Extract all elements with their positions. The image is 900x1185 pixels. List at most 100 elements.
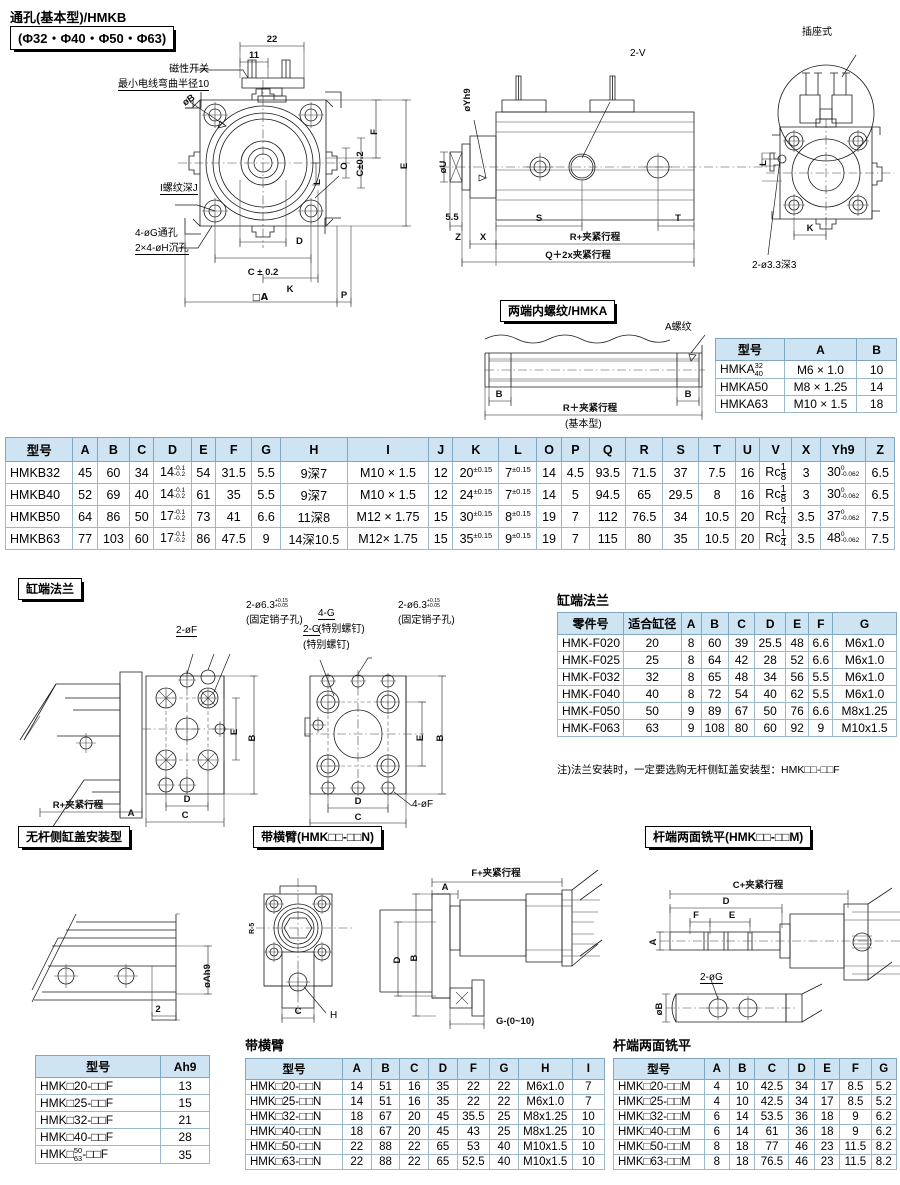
table-cell: 67 xyxy=(727,702,756,720)
table-cell: HMK□63-□□N xyxy=(245,1154,343,1170)
table-cell: 76 xyxy=(784,702,810,720)
table-cell: 8 xyxy=(680,685,702,703)
table-cell: 42 xyxy=(727,651,756,669)
label-C-stroke: C+夹紧行程 xyxy=(733,879,784,891)
flat-table-title: 杆端两面铣平 xyxy=(613,1038,692,1053)
dim-5-5: 5.5 xyxy=(445,212,459,223)
table-cell: 61 xyxy=(754,1124,790,1140)
column-header-型号: 型号 xyxy=(34,1055,162,1078)
table-cell: 14深10.5 xyxy=(279,527,348,550)
table-cell: 52.5 xyxy=(456,1154,491,1170)
table-cell: HMK-F020 xyxy=(556,634,625,652)
table-cell: 39 xyxy=(727,634,756,652)
label-R-stroke-flange: R+夹紧行程 xyxy=(53,799,104,811)
table-cell: 5.5 xyxy=(251,483,281,506)
label-B-flange: B xyxy=(247,734,258,741)
table-cell: 86 xyxy=(190,527,217,550)
table-cell: 52 xyxy=(72,483,98,506)
column-header-D: D xyxy=(153,437,192,462)
table-cell: 46 xyxy=(788,1154,815,1170)
table-cell: 35 xyxy=(661,527,700,550)
table-cell: M10x1.5 xyxy=(832,719,897,737)
table-cell: 17 xyxy=(813,1079,841,1095)
table-cell: 22 xyxy=(489,1094,519,1110)
table-cell: 77 xyxy=(754,1139,790,1155)
table-cell: 43 xyxy=(456,1124,491,1140)
column-header-B: B xyxy=(729,1058,756,1080)
flange-section-title: 缸端法兰 xyxy=(18,578,83,600)
table-cell: 8 xyxy=(680,651,702,669)
table-cell: 50 xyxy=(129,505,155,528)
table-cell: 9 xyxy=(808,719,834,737)
table-cell: 28 xyxy=(160,1128,210,1146)
table-cell: 51 xyxy=(370,1094,401,1110)
arm-section-title: 带横臂(HMK□□-□□N) xyxy=(253,826,382,848)
flange-note: 注)法兰安装时，一定要选购无杆侧缸盖安装型：HMK□□-□□F xyxy=(557,764,840,776)
column-header-B: B xyxy=(700,612,729,635)
table-cell: HMK□25-□□M xyxy=(613,1094,705,1110)
column-header-J: J xyxy=(428,437,454,462)
table-cell: 65 xyxy=(625,483,663,506)
table-cell: 12 xyxy=(428,483,454,506)
table-cell: M8x1.25 xyxy=(517,1109,573,1125)
table-cell: 40 xyxy=(489,1139,519,1155)
column-header-适合缸径: 适合缸径 xyxy=(623,612,682,635)
table-cell: HMKB50 xyxy=(4,505,74,528)
label-C-tol2: C ± 0.2 xyxy=(248,267,279,278)
table-cell: 76.5 xyxy=(625,505,663,528)
table-cell: HMK-F050 xyxy=(556,702,625,720)
label-2V: 2-V xyxy=(630,48,646,59)
label-T: T xyxy=(675,213,681,224)
figure-hmkb-front: 22 11 xyxy=(130,30,440,307)
table-cell: M8 × 1.25 xyxy=(783,378,858,397)
table-cell: M6x1.0 xyxy=(832,634,897,652)
table-cell: 19 xyxy=(536,527,562,550)
table-cell: 6 xyxy=(703,1109,731,1125)
label-A: □A xyxy=(252,292,269,303)
table-cell: 14 xyxy=(536,483,562,506)
table-cell: 16 xyxy=(734,483,761,506)
table-cell: HMK□25-□□N xyxy=(245,1094,343,1110)
table-cell: 10.5 xyxy=(698,505,736,528)
table-cell: 86 xyxy=(96,505,131,528)
table-cell: 14 xyxy=(341,1079,372,1095)
table-cell: 11深8 xyxy=(279,505,348,528)
table-cell: 7.5 xyxy=(698,461,736,484)
callout-4G: 4-G (特别螺钉) xyxy=(318,608,365,635)
table-cell: 80 xyxy=(625,527,663,550)
callout-pin-hole-2-sub: (固定销子孔) xyxy=(246,615,303,626)
column-header-B: B xyxy=(96,437,131,462)
column-header-C: C xyxy=(399,1058,430,1080)
table-cell: 18 xyxy=(341,1109,372,1125)
table-cell: 22 xyxy=(456,1094,491,1110)
label-L-socket: L xyxy=(758,160,769,166)
table-cell: 9±0.15 xyxy=(498,527,538,550)
label-R-hmka: R＋夹紧行程 xyxy=(563,402,618,414)
table-cell: 8 xyxy=(703,1154,731,1170)
callout-4oF: 4-øF xyxy=(412,799,434,810)
table-cell: 5.5 xyxy=(808,668,834,686)
table-cell: 61 xyxy=(190,483,217,506)
table-cell: 52 xyxy=(784,651,810,669)
table-cell: 14 xyxy=(536,461,562,484)
table-cell: HMK□20-□□F xyxy=(34,1077,162,1095)
table-cell: 30±0.15 xyxy=(452,505,500,528)
table-cell: 8±0.15 xyxy=(498,505,538,528)
label-oB-flat: øB xyxy=(654,1003,665,1016)
table-cell: 18 xyxy=(856,395,897,414)
table-cell: 50 xyxy=(754,702,786,720)
table-cell: 3.5 xyxy=(791,505,821,528)
label-E-flat: E xyxy=(729,910,735,921)
table-cell: HMK□32-□□N xyxy=(245,1109,343,1125)
table-cell: 5.2 xyxy=(870,1094,897,1110)
